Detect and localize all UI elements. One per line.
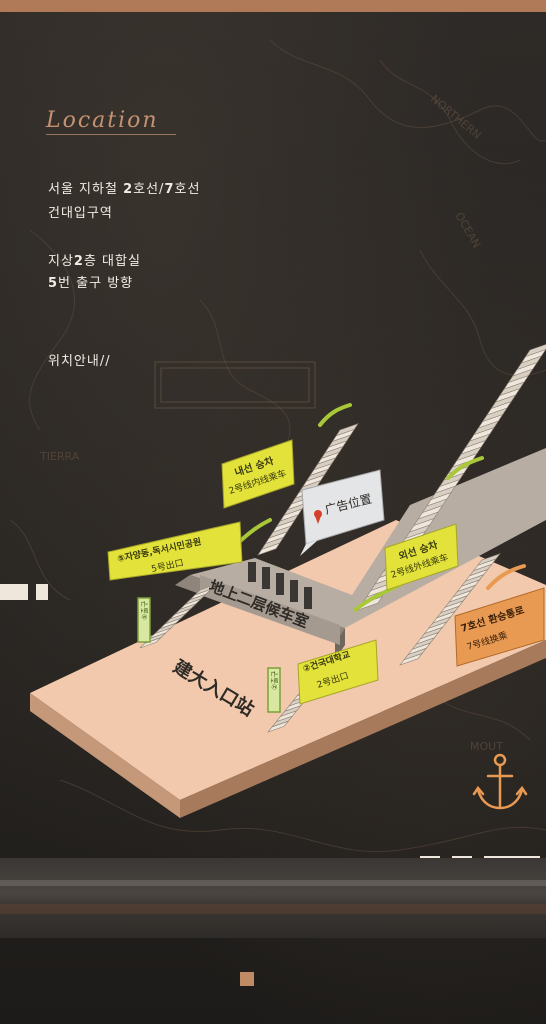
- deco-block: [0, 584, 28, 600]
- info-text: 호선: [174, 182, 201, 197]
- info-text: 서울 지하철: [48, 182, 124, 197]
- stair-step: [194, 584, 217, 596]
- outer-line-sign: 외선 승차 2号线外线乘车: [384, 523, 459, 591]
- info-text: 지상: [48, 254, 74, 269]
- info-bold: 7: [164, 182, 175, 197]
- info-floor: 지상2층 대합실: [48, 250, 141, 269]
- floor-top: [30, 520, 546, 800]
- motion-blur: [0, 904, 546, 914]
- line7-transfer-sign: 7호선 환승통로 7号线换乘: [454, 587, 545, 667]
- info-subway-lines: 서울 지하철 2호선/7호선: [48, 178, 200, 197]
- exit5-signpost-label: ⑤출구: [140, 600, 149, 620]
- floor-side-left: [30, 693, 180, 818]
- exit2-signpost: [267, 667, 281, 713]
- info-text: 호선/: [133, 182, 165, 197]
- info-text: 층 대합실: [83, 254, 141, 269]
- page-title: Location: [46, 108, 159, 133]
- stair-step: [335, 423, 359, 437]
- stair-step: [477, 553, 501, 566]
- info-location-guide: 위치안내//: [48, 354, 111, 369]
- motion-blur: [0, 880, 546, 886]
- deco-square: [240, 972, 254, 986]
- location-pin-icon-tip: [315, 516, 321, 524]
- transfer-arrow: [486, 564, 526, 590]
- waiting-room-wall: [200, 575, 340, 645]
- exit5-sign: ⑤자양동,독서시민공원 5号出口: [107, 521, 243, 581]
- exit5-signpost: [137, 597, 151, 643]
- bottom-photo-strip: [0, 858, 546, 938]
- top-accent-bar: [0, 0, 546, 12]
- stairs: [139, 344, 546, 733]
- stair-step: [524, 344, 546, 358]
- ad-position-bubble: 广告位置: [300, 469, 385, 556]
- staircase: [399, 553, 501, 666]
- info-text: 번 출구 방향: [58, 276, 134, 291]
- exit2-signpost-label: ②출구: [270, 670, 279, 690]
- svg-text:MOUT: MOUT: [470, 740, 503, 753]
- title-underline: [46, 134, 176, 135]
- svg-text:TIERRA: TIERRA: [39, 450, 80, 463]
- floor-side-front: [180, 640, 546, 818]
- info-bold: 5: [48, 276, 59, 291]
- info-bold: 2: [123, 182, 134, 197]
- deco-block: [36, 584, 48, 600]
- info-station: 건대입구역: [48, 206, 113, 221]
- inner-line-sign: 내선 승차 2号线内线乘车: [221, 439, 295, 509]
- exit2-sign: ②건국대학교 2号出口: [297, 639, 379, 705]
- info-bold: 2: [73, 254, 84, 269]
- pillars: [248, 562, 312, 609]
- info-exit: 5번 출구 방향: [48, 272, 133, 291]
- anchor-icon: [472, 753, 528, 810]
